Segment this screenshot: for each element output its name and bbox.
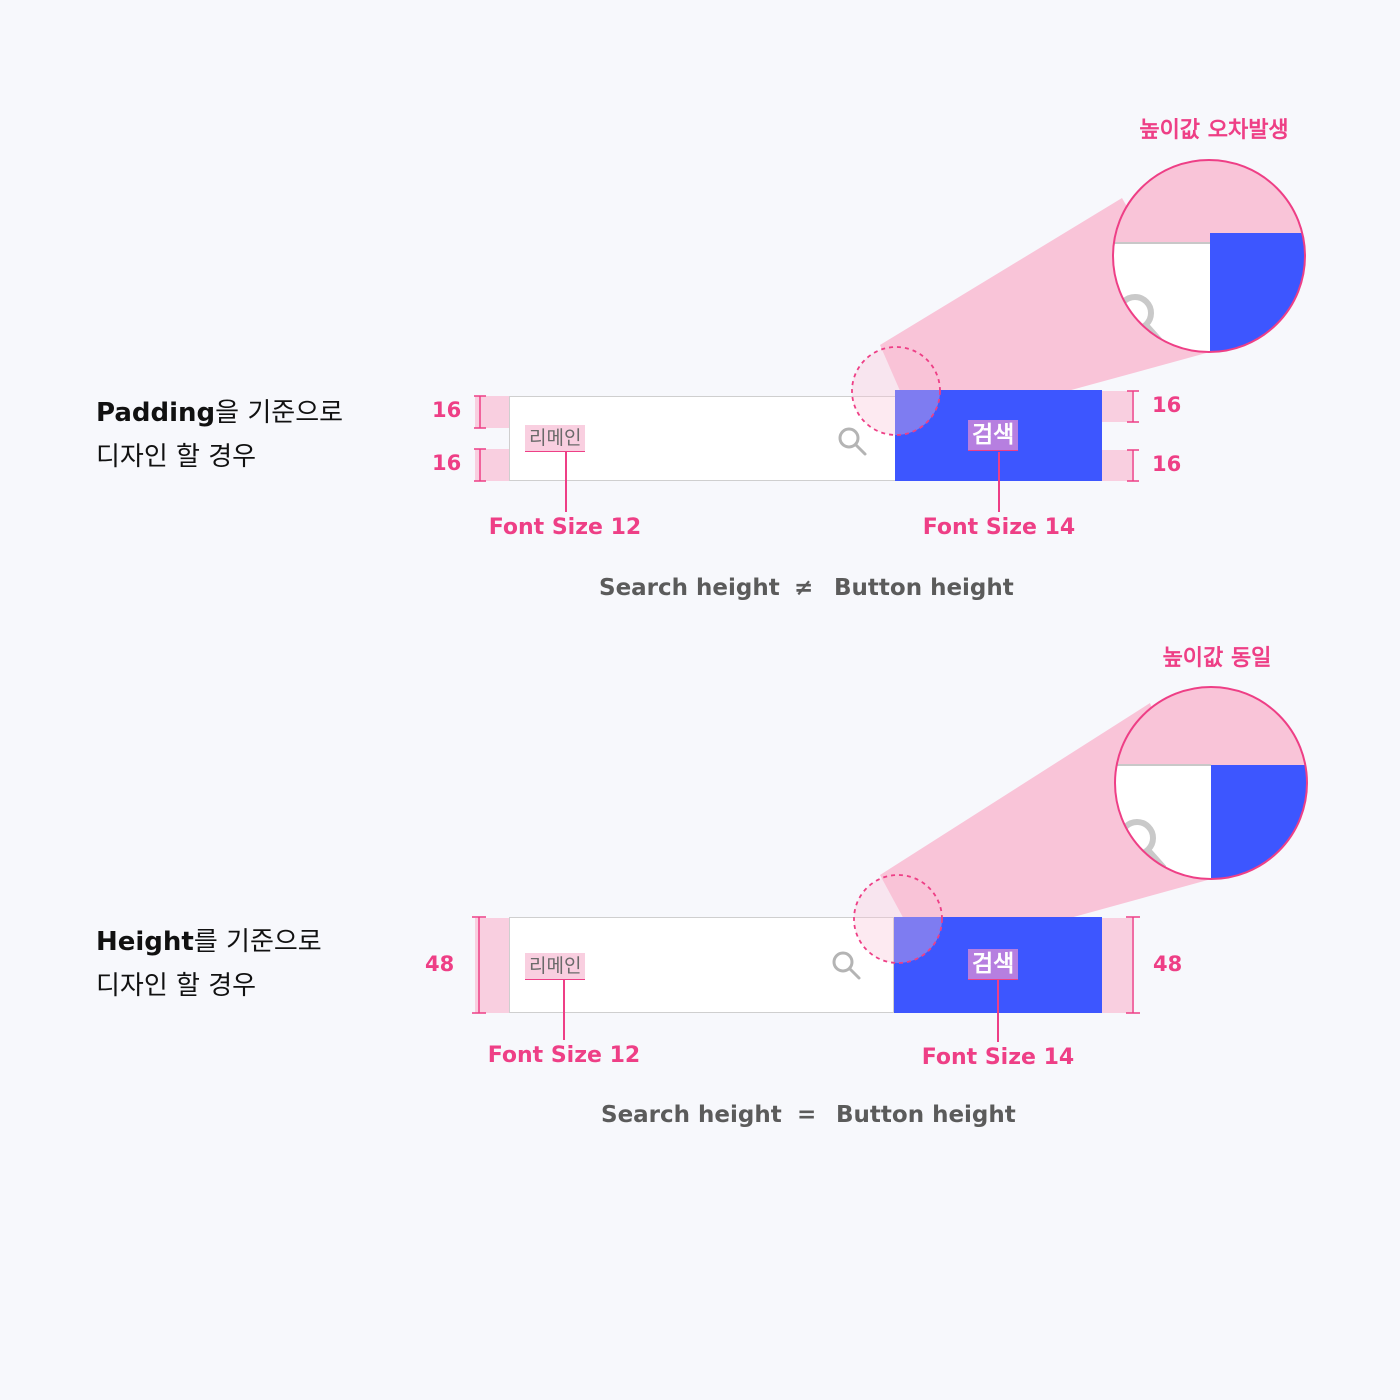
pointer-line xyxy=(997,980,999,1042)
dimension-brackets-left xyxy=(474,395,486,482)
compare-search-height: Search height xyxy=(601,1102,782,1128)
padding-marker-bottom xyxy=(475,449,510,481)
pointer-line xyxy=(563,980,565,1040)
padding-bottom-value: 16 xyxy=(1152,452,1182,476)
zoom-caption: 높이값 오차발생 xyxy=(1139,118,1289,143)
dimension-brackets-right xyxy=(1127,390,1139,482)
compare-search-height: Search height xyxy=(599,575,780,601)
pointer-line xyxy=(998,452,1000,512)
search-font-size-label: Font Size 12 xyxy=(487,1043,641,1068)
compare-button-height: Button height xyxy=(836,1102,1016,1128)
padding-top-value: 16 xyxy=(1152,393,1182,417)
dimension-bracket-right xyxy=(1126,916,1140,1014)
heading-keyword: Height xyxy=(96,927,194,957)
height-section-heading: Height를 기준으로 디자인 할 경우 xyxy=(96,920,476,1008)
search-button-label: 검색 xyxy=(968,420,1019,451)
compare-button-height: Button height xyxy=(834,575,1014,601)
height-value: 48 xyxy=(425,952,455,976)
heading-line-2: 디자인 할 경우 xyxy=(96,442,257,472)
junction-highlight-circle xyxy=(851,346,941,436)
search-button-label: 검색 xyxy=(968,949,1019,980)
zoom-lens xyxy=(1112,159,1306,353)
height-marker xyxy=(1102,918,1132,1013)
heading-suffix: 를 기준으로 xyxy=(193,927,322,957)
padding-marker-top xyxy=(475,396,510,428)
heading-line-2: 디자인 할 경우 xyxy=(96,971,257,1001)
compare-operator-equal: = xyxy=(797,1102,817,1128)
height-marker xyxy=(475,918,510,1013)
search-placeholder: 리메인 xyxy=(525,953,586,980)
button-font-size-label: Font Size 14 xyxy=(921,1045,1075,1070)
search-font-size-label: Font Size 12 xyxy=(488,515,642,540)
button-font-size-label: Font Size 14 xyxy=(922,515,1076,540)
search-placeholder: 리메인 xyxy=(525,425,586,452)
junction-highlight-circle xyxy=(853,874,943,964)
padding-bottom-value: 16 xyxy=(432,451,462,475)
padding-top-value: 16 xyxy=(432,398,462,422)
padding-section-heading: Padding을 기준으로 디자인 할 경우 xyxy=(96,391,476,479)
padding-marker-bottom xyxy=(1102,450,1132,481)
heading-suffix: 을 기준으로 xyxy=(215,398,344,428)
search-input[interactable] xyxy=(509,396,896,481)
pointer-line xyxy=(565,452,567,512)
compare-operator-not-equal: ≠ xyxy=(794,575,814,601)
search-icon[interactable] xyxy=(831,950,863,982)
search-icon[interactable] xyxy=(837,426,869,458)
heading-keyword: Padding xyxy=(96,398,216,428)
zoom-caption: 높이값 동일 xyxy=(1162,646,1272,671)
zoom-lens xyxy=(1114,686,1308,880)
height-value: 48 xyxy=(1153,952,1183,976)
dimension-bracket-left xyxy=(472,916,486,1014)
padding-marker-top xyxy=(1102,391,1132,422)
